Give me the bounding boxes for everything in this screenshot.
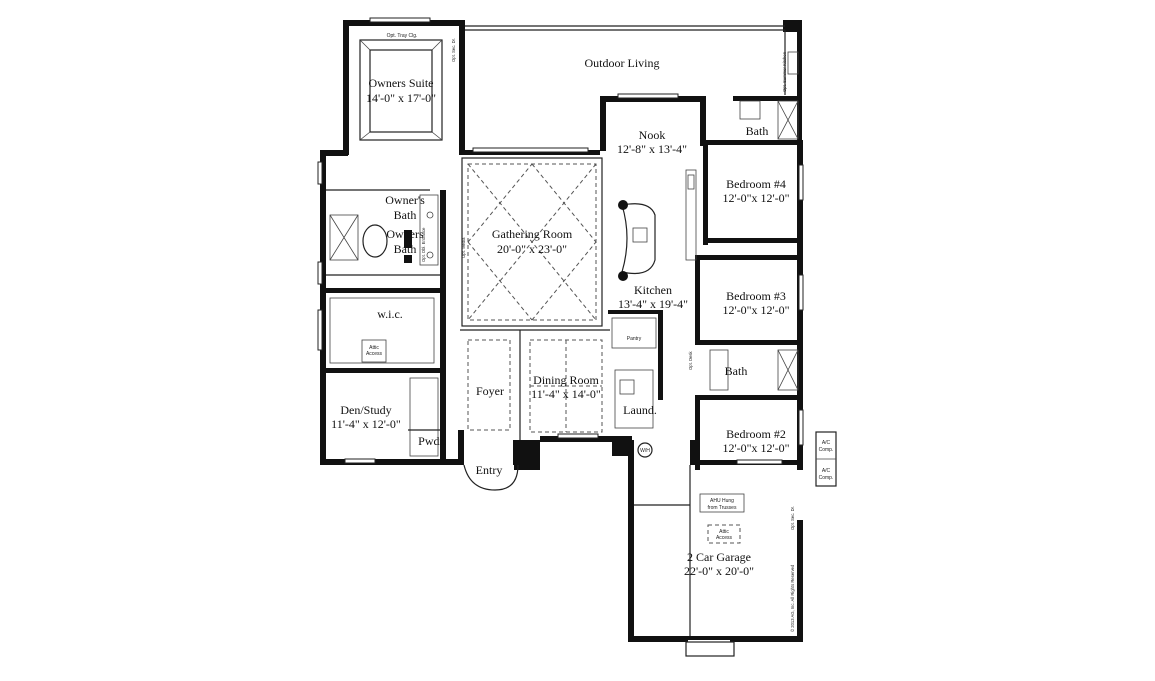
dims-owners-suite: 14'-0" x 17'-0" — [366, 91, 436, 105]
label-outdoor-living: Outdoor Living — [585, 56, 660, 70]
dims-dining-room: 11'-4" x 14'-0" — [531, 387, 601, 401]
label-owners-bath-side-2: Bath — [394, 242, 417, 256]
label-bedroom-4: Bedroom #4 — [726, 177, 786, 191]
note-opt-sec-dr-top: Opt. Sec. Dr. — [451, 38, 456, 62]
label-bedroom-2: Bedroom #2 — [726, 427, 786, 441]
label-den-study: Den/Study — [340, 403, 391, 417]
dims-bedroom-4: 12'-0"x 12'-0" — [722, 191, 789, 205]
note-ac-comp-1-line1: A/C — [822, 440, 831, 446]
note-opt-sec-dr-garage: Opt. Sec. Dr. — [790, 506, 795, 530]
label-owners-bath-top-1: Owner's — [385, 193, 425, 207]
label-laund: Laund. — [623, 403, 657, 417]
label-wic: w.i.c. — [377, 307, 403, 321]
note-ac-comp-1-line2: Comp. — [819, 447, 834, 453]
note-attic-access-1-line1: Attic — [369, 345, 379, 351]
label-kitchen: Kitchen — [634, 283, 672, 297]
note-ahu-line1: AHU Hung — [710, 498, 734, 504]
dims-garage: 22'-0" x 20'-0" — [684, 564, 754, 578]
note-opt-summer-kitchen: Opt. Summer Kitchen — [782, 51, 787, 92]
label-bedroom-3: Bedroom #3 — [726, 289, 786, 303]
label-owners-bath-top-2: Bath — [394, 208, 417, 222]
label-owners-suite: Owners Suite — [369, 76, 434, 90]
room-labels: Outdoor Living Owners Suite 14'-0" x 17'… — [331, 56, 789, 578]
note-opt-tray-clg: Opt. Tray Clg. — [387, 33, 418, 39]
dims-gathering-room: 20'-0" x 23'-0" — [497, 242, 567, 256]
label-pwdr: Pwdr. — [418, 434, 446, 448]
label-owners-bath-side-1: Owners — [386, 227, 424, 241]
label-nook: Nook — [639, 128, 666, 142]
ac-units — [815, 431, 837, 487]
note-opt-dbl-entrance: Opt. Dbl. Entrance — [421, 227, 426, 262]
note-attic-access-1-line2: Access — [366, 351, 383, 357]
note-ac-comp-2-line2: Comp. — [819, 475, 834, 481]
windows — [317, 17, 804, 465]
label-bath-top: Bath — [746, 124, 769, 138]
note-ahu-line2: from Trusses — [708, 505, 737, 511]
dims-nook: 12'-8" x 13'-4" — [617, 142, 687, 156]
note-ac-comp-2-line1: A/C — [822, 468, 831, 474]
exterior-walls — [320, 20, 803, 642]
note-copyright: © 2013 AG, Inc. All Rights Reserved — [790, 564, 795, 632]
note-attic-access-2-line2: Access — [716, 535, 733, 541]
note-attic-access-2-line1: Attic — [719, 529, 729, 535]
note-opt-desk: Opt. Desk — [688, 350, 693, 370]
label-entry: Entry — [476, 463, 503, 477]
dims-bedroom-3: 12'-0"x 12'-0" — [722, 303, 789, 317]
annotation-notes: Opt. Tray Clg. Opt. Sec. Dr. Opt. Summer… — [366, 33, 833, 632]
label-foyer: Foyer — [476, 384, 504, 398]
dims-kitchen: 13'-4" x 19'-4" — [618, 297, 688, 311]
note-pantry: Pantry — [627, 336, 642, 342]
dims-den-study: 11'-4" x 12'-0" — [331, 417, 401, 431]
note-opt-media: Opt. Media — [461, 237, 466, 258]
label-dining-room: Dining Room — [533, 373, 599, 387]
label-garage: 2 Car Garage — [687, 550, 751, 564]
label-gathering-room: Gathering Room — [492, 227, 573, 241]
note-wh: W/H — [640, 448, 650, 454]
interior-lines — [326, 25, 799, 657]
dims-bedroom-2: 12'-0"x 12'-0" — [722, 441, 789, 455]
label-bath-mid: Bath — [725, 364, 748, 378]
